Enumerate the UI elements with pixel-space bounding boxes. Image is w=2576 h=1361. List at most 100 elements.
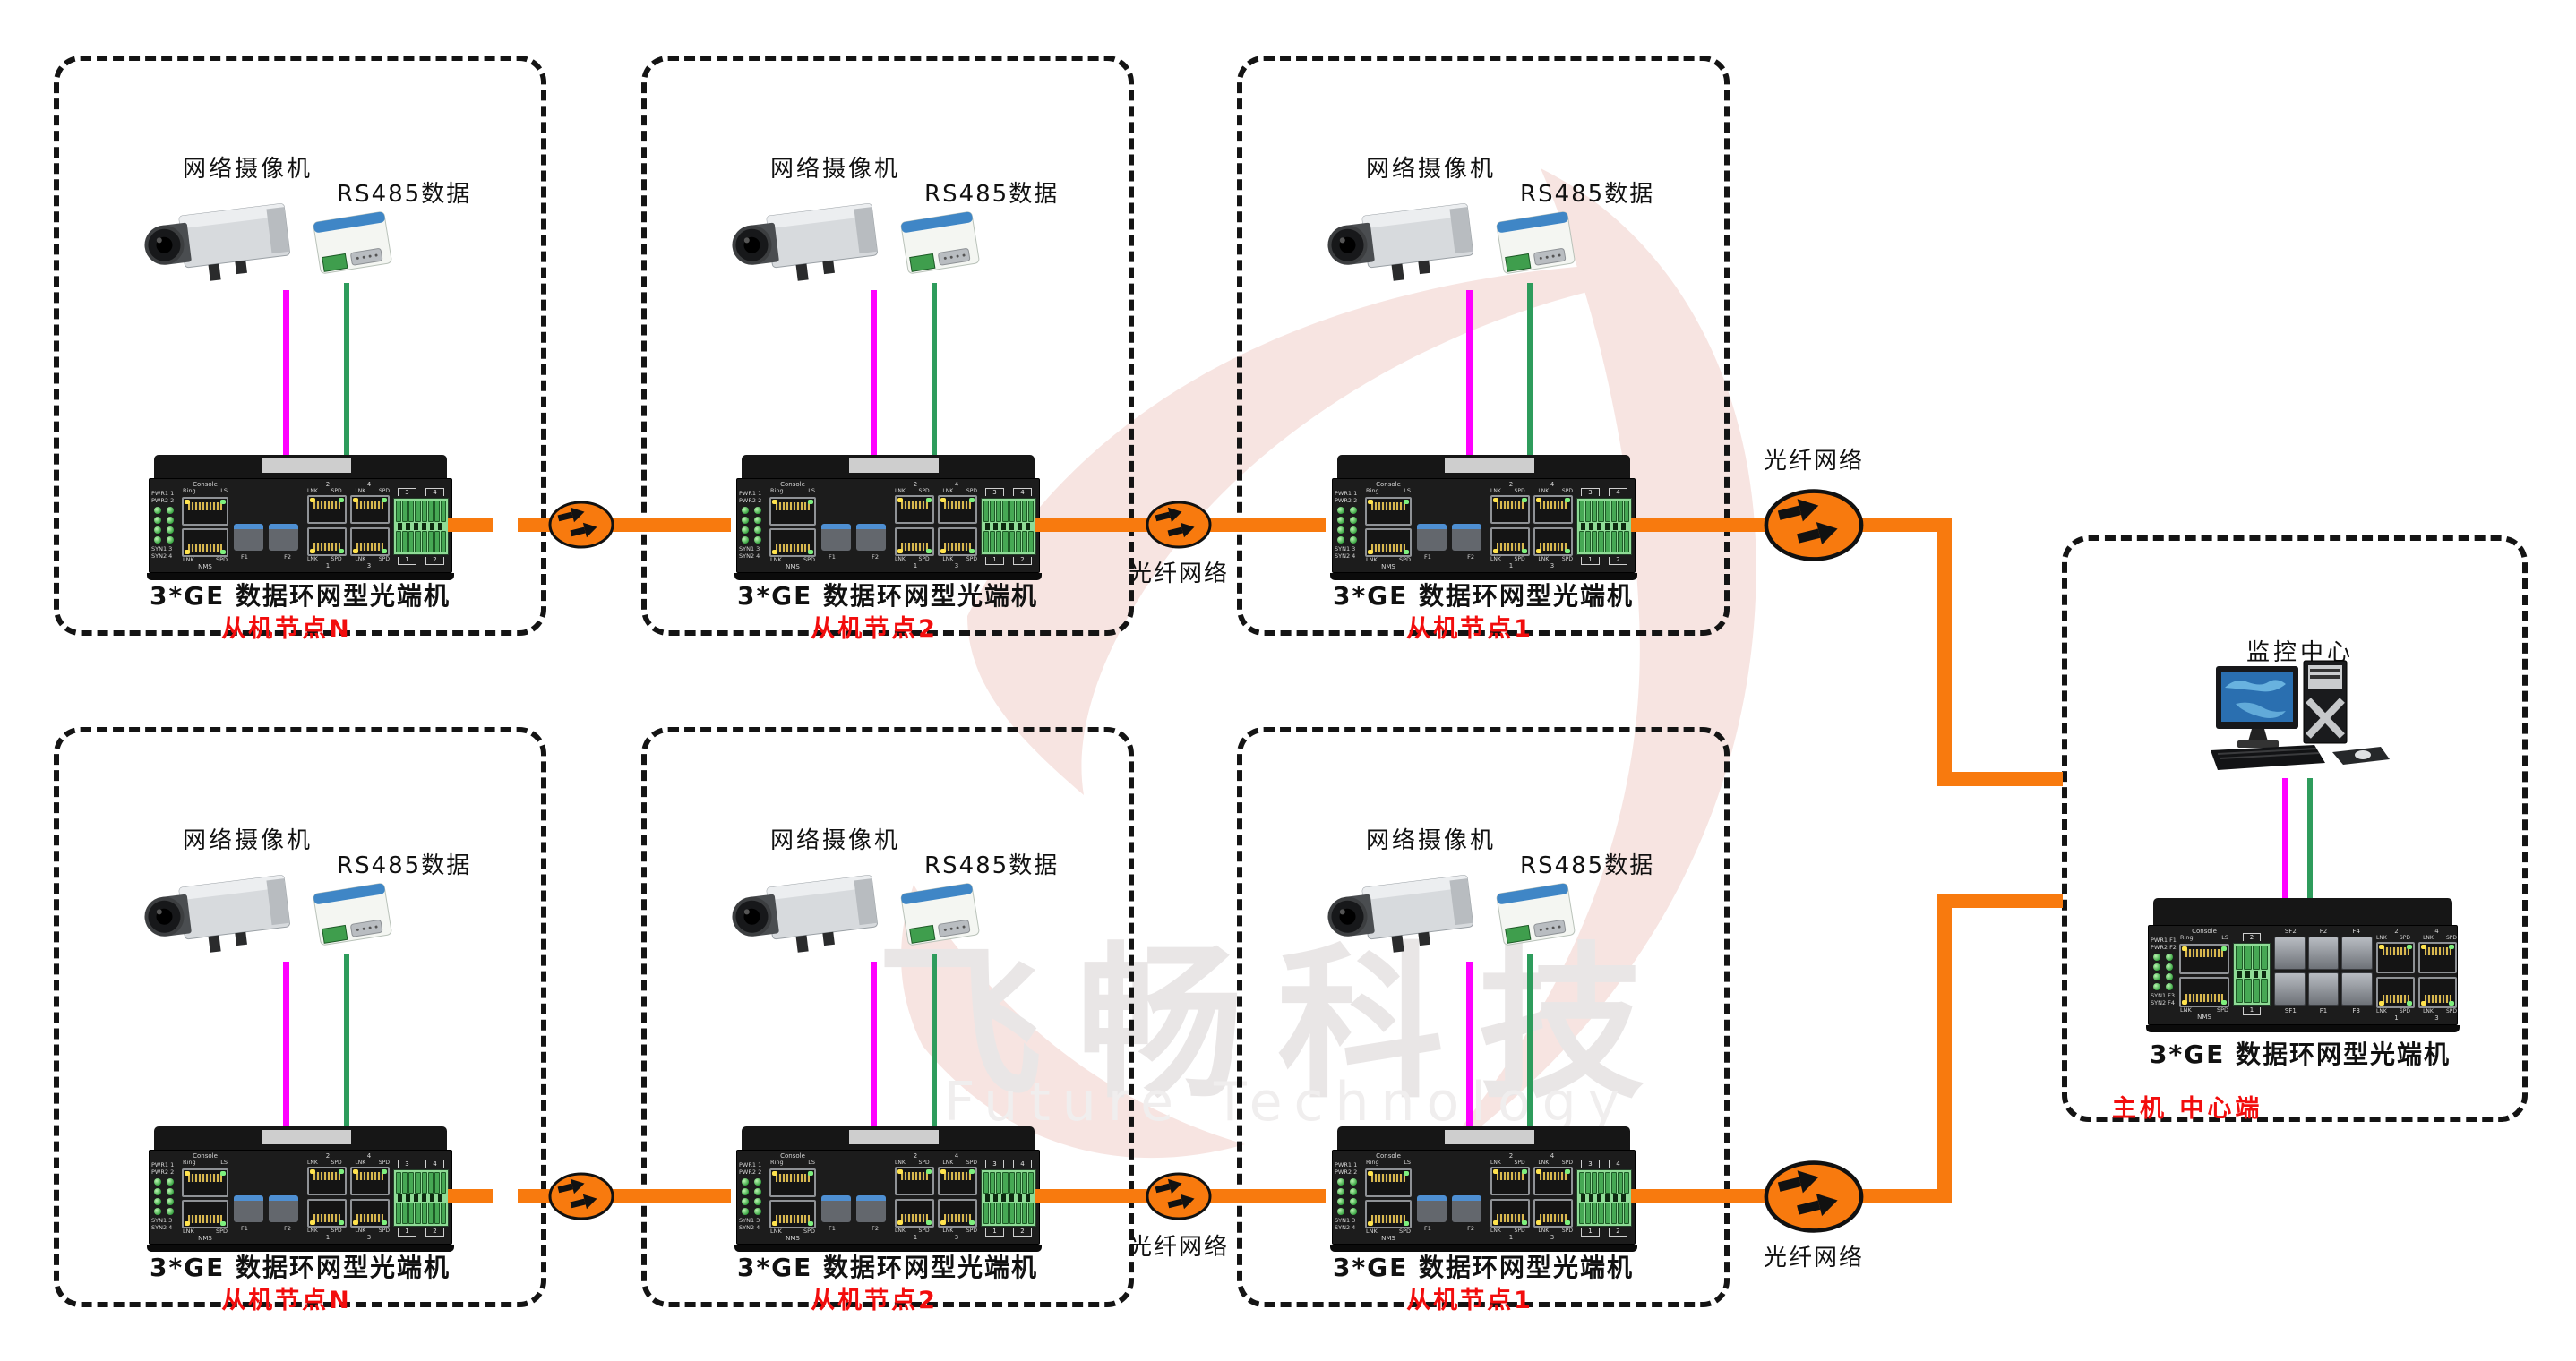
rj45-port [938,1167,977,1195]
status-leds [2153,954,2179,990]
terminal-cell [421,1203,427,1224]
speed-led [926,498,932,502]
sfp-cage [234,1195,263,1222]
speed-led [220,500,226,504]
terminal-cell [1579,1172,1585,1194]
terminal-cell [427,1203,434,1224]
port-label: SPD [1561,1160,1573,1166]
terminal-cell [1617,1203,1623,1224]
speed-led [808,550,813,554]
port-number: 1 [1508,1234,1514,1241]
port-number: 3 [1550,1234,1555,1241]
speed-led [1565,1220,1570,1225]
terminal-cell [1592,1203,1598,1224]
device-sticker [849,458,939,473]
terminal-cell [990,531,996,552]
link-led [2379,945,2384,949]
link-led [897,1220,903,1225]
led-dot [1350,507,1357,514]
console-label: Console [1376,481,1401,488]
terminal-cell [434,1172,440,1194]
terminal-cell [2252,979,2260,1003]
device-top [2153,898,2452,925]
rj45-port [1365,497,1412,526]
terminal-cell [1598,501,1604,522]
port-label: LNK [1490,1160,1501,1166]
port-label: SPD [966,556,977,562]
port-label: Ring [183,487,196,494]
speed-led [1522,1220,1527,1225]
terminal-cell [1585,1172,1592,1194]
port-label: PWR1 1 [151,1161,175,1168]
led-dot [154,1178,161,1186]
port-label: LNK [1490,1228,1501,1234]
rj45-port [1490,527,1530,556]
fiber-link-dashed [448,1189,550,1203]
link-led [897,498,903,502]
link-led [772,1221,777,1226]
terminal-cell [1623,1172,1629,1194]
rj45-port [307,527,347,556]
link-led [185,1221,190,1226]
led-dot [154,536,161,544]
port-number: 3 [954,562,959,569]
terminal-group-label: 4 [425,488,444,496]
speed-led [339,498,344,502]
terminal-cell [415,531,421,552]
port-label: Ring [1366,1159,1379,1166]
speed-led [339,1169,344,1174]
terminal-cell [1002,501,1009,522]
terminal-cell [396,501,402,522]
device-top [154,1126,447,1150]
port-label: LNK [1538,1160,1550,1166]
led-dot [2153,954,2160,961]
led-dot [1337,526,1344,534]
console-label: Console [780,481,805,488]
speed-led [339,549,344,553]
device-caption: 3*GE 数据环网型光端机 [150,1253,451,1282]
port-label: SYN1 F3 [2151,992,2176,999]
rj45-port [1533,527,1573,556]
rj45-port [938,1199,977,1228]
terminal-cell [1027,531,1034,552]
terminal-cell [1015,1172,1021,1194]
port-label: SPD [1561,556,1573,562]
port-label: SPD [1398,556,1411,563]
device-base [147,1245,454,1252]
port-label: SPD [803,1228,815,1235]
watermark-company-tagline: Future Technology [944,1071,1632,1134]
terminal-group-label: 2 [2242,933,2262,941]
rj45-port [182,1200,228,1228]
port-label: PWR2 2 [739,1168,762,1176]
link-led [2182,946,2187,951]
port-number: 2 [325,1152,331,1160]
port-label: LNK [183,1228,194,1235]
pc-cable-line [2282,778,2288,898]
sfp-cage [2274,937,2306,970]
terminal-group-label: 4 [425,1160,444,1168]
terminal-cell [983,531,990,552]
rs485-cable-line [932,283,937,457]
port-label: PWR1 1 [1335,490,1358,497]
port-label: SPD [1561,488,1573,494]
rj45-port [1533,495,1573,524]
led-dot [754,526,761,534]
led-dot [1337,1178,1344,1186]
terminal-cell [396,531,402,552]
sfp-cage [1417,1195,1447,1222]
link-led [185,550,190,554]
link-led [940,1169,946,1174]
terminal-cell [1623,531,1629,552]
port-label: PWR2 2 [1335,1168,1358,1176]
link-led [185,1171,190,1176]
